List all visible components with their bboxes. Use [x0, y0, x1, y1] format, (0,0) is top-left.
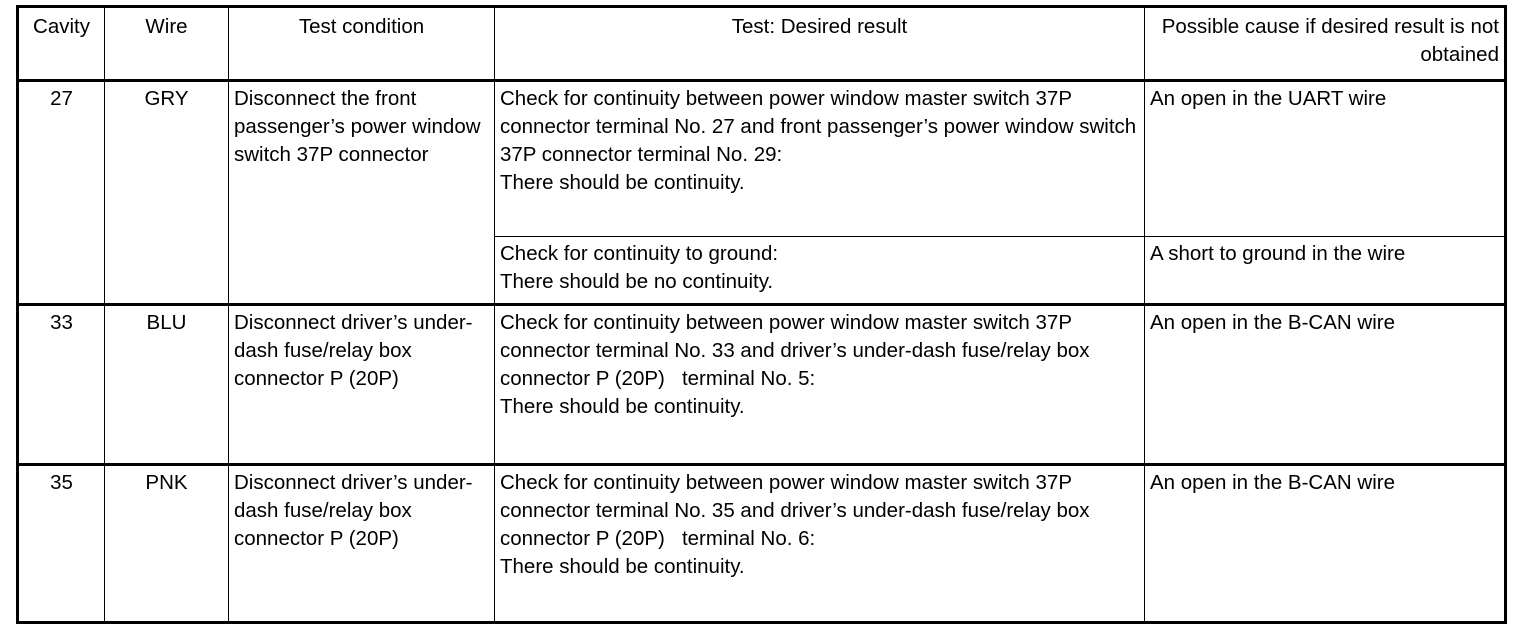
cell-possible-cause: An open in the B-CAN wire — [1144, 303, 1506, 465]
column-header-cavity: Cavity — [17, 6, 105, 81]
column-header-test-desired-result: Test: Desired result — [494, 6, 1145, 81]
cell-test-desired-result: Check for continuity to ground: There sh… — [494, 236, 1145, 305]
cell-test-condition: Disconnect the front passenger’s power w… — [228, 79, 495, 305]
table-body: 27 GRY Disconnect the front passenger’s … — [17, 78, 1506, 623]
cell-test-desired-result: Check for continuity between power windo… — [494, 463, 1145, 623]
cell-cavity: 27 — [17, 79, 105, 305]
cell-test-condition: Disconnect driver’s under-dash fuse/rela… — [228, 303, 495, 465]
table-row: Check for continuity to ground: There sh… — [18, 236, 1506, 305]
cell-cavity: 33 — [17, 303, 105, 465]
table-row: 27 GRY Disconnect the front passenger’s … — [17, 78, 1506, 305]
cell-cavity: 35 — [17, 463, 105, 623]
cell-test-desired-result: Check for continuity between power windo… — [494, 303, 1145, 465]
cell-wire: PNK — [104, 463, 229, 623]
cell-wire: GRY — [104, 79, 229, 305]
column-header-possible-cause: Possible cause if desired result is not … — [1144, 6, 1506, 81]
cell-possible-cause: A short to ground in the wire — [1144, 236, 1506, 305]
cell-test-condition: Disconnect driver’s under-dash fuse/rela… — [228, 463, 495, 623]
header-row: Cavity Wire Test condition Test: Desired… — [17, 6, 1506, 81]
table-row: 33 BLU Disconnect driver’s under-dash fu… — [17, 303, 1506, 465]
column-header-test-condition: Test condition — [228, 6, 495, 81]
cell-wire: BLU — [104, 303, 229, 465]
column-header-wire: Wire — [104, 6, 229, 81]
cell-test-desired-result: Check for continuity between power windo… — [494, 78, 1145, 238]
table-row: 35 PNK Disconnect driver’s under-dash fu… — [17, 463, 1506, 623]
diagnostic-test-table: Cavity Wire Test condition Test: Desired… — [16, 5, 1507, 624]
cell-possible-cause: An open in the B-CAN wire — [1144, 463, 1506, 623]
table-header: Cavity Wire Test condition Test: Desired… — [17, 6, 1506, 81]
cell-possible-cause: An open in the UART wire — [1144, 78, 1506, 238]
